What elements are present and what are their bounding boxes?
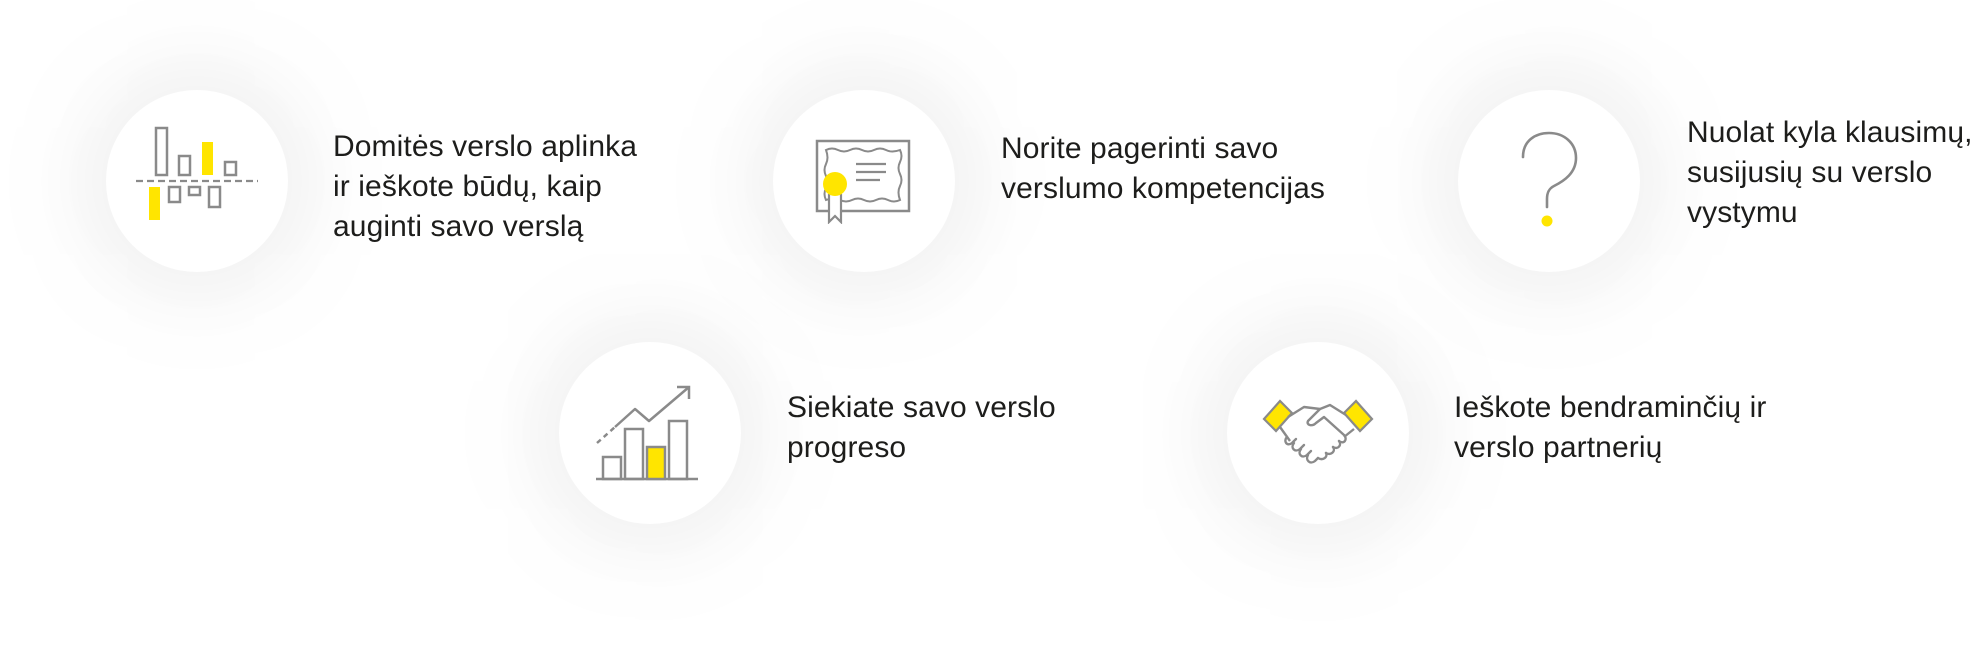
feature-text-line: Norite pagerinti savo xyxy=(1001,132,1279,165)
icon-circle xyxy=(559,342,741,524)
icon-circle xyxy=(1458,90,1640,272)
feature-text-line: Siekiate savo verslo xyxy=(787,391,1056,424)
feature-text-line: ir ieškote būdų, kaip xyxy=(333,170,602,203)
icon-circle xyxy=(1227,342,1409,524)
feature-text-line: Ieškote bendraminčių ir xyxy=(1454,391,1767,424)
bar-chart-icon xyxy=(136,126,258,220)
feature-text: Norite pagerinti savo verslumo kompetenc… xyxy=(1001,129,1325,209)
question-mark-icon xyxy=(1521,131,1578,227)
feature-text-line: verslo partnerių xyxy=(1454,431,1663,464)
feature-text: Nuolat kyla klausimų, susijusių su versl… xyxy=(1687,113,1973,233)
feature-text: Domitės verslo aplinka ir ieškote būdų, … xyxy=(333,127,637,247)
feature-text-line: susijusių su verslo xyxy=(1687,156,1933,189)
feature-text-line: Nuolat kyla klausimų, xyxy=(1687,116,1973,149)
icon-circle xyxy=(106,90,288,272)
certificate-icon xyxy=(815,139,911,224)
feature-text: Ieškote bendraminčių ir verslo partnerių xyxy=(1454,388,1766,468)
feature-text-line: auginti savo verslą xyxy=(333,210,584,243)
feature-text-line: verslumo kompetencijas xyxy=(1001,172,1325,205)
feature-text-line: Domitės verslo aplinka xyxy=(333,130,637,163)
growth-chart-icon xyxy=(596,385,698,481)
feature-text-line: vystymu xyxy=(1687,196,1798,229)
feature-text-line: progreso xyxy=(787,431,907,464)
icon-circle xyxy=(773,90,955,272)
feature-text: Siekiate savo verslo progreso xyxy=(787,388,1056,468)
handshake-icon xyxy=(1262,399,1374,464)
